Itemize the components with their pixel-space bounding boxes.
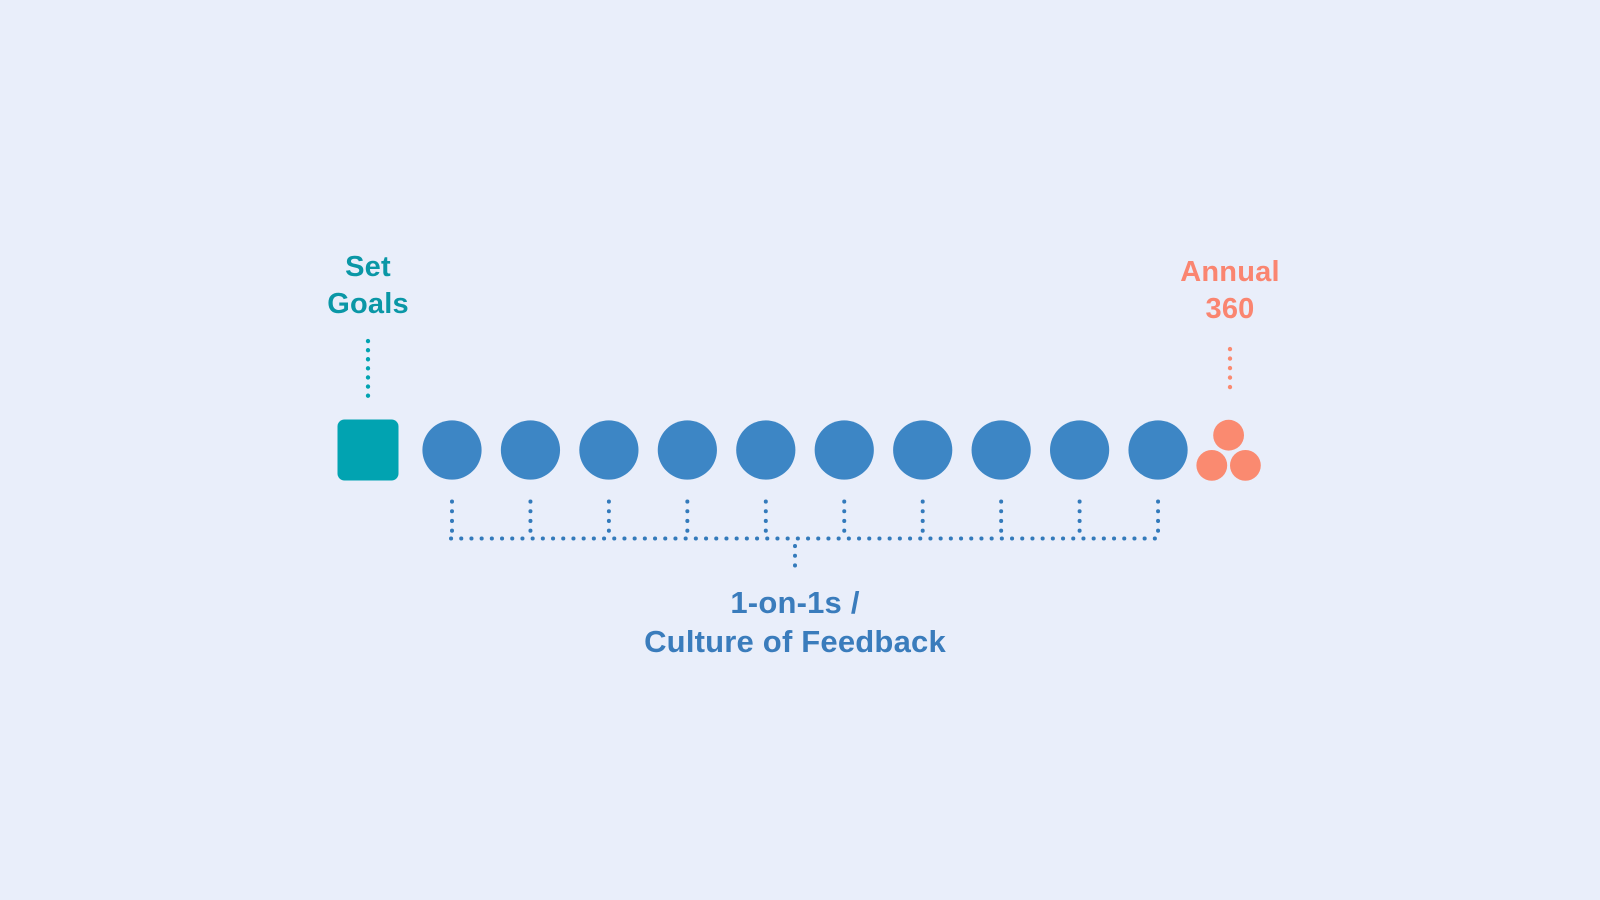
annual-360-marker-circle [1213, 419, 1244, 451]
annual-360-circle-cluster [1196, 419, 1261, 481]
annual-360-marker-circle [1230, 450, 1261, 481]
one-on-ones-feedback-label-line2: Culture of Feedback [644, 624, 946, 659]
set-goals-square-marker [337, 419, 399, 481]
one-on-ones-feedback-label-line1: 1-on-1s / [730, 585, 860, 620]
monthly-marker-circle [579, 420, 639, 480]
monthly-marker-circle [971, 420, 1031, 480]
monthly-circles-row [422, 420, 1188, 480]
monthly-marker-circle [1050, 420, 1110, 480]
feedback-bracket-ticks [450, 499, 1161, 535]
annual-360-marker-circle [1196, 450, 1228, 481]
monthly-marker-circle [814, 420, 874, 480]
annual-360-label-line2: 360 [1205, 293, 1255, 325]
annual-360-label: Annual 360 [1080, 254, 1380, 328]
monthly-marker-circle [736, 420, 796, 480]
monthly-marker-circle [893, 420, 953, 480]
set-goals-label: Set Goals [218, 249, 518, 323]
monthly-marker-circle [422, 420, 482, 480]
monthly-marker-circle [500, 420, 561, 480]
monthly-marker-circle [657, 420, 717, 480]
set-goals-label-line2: Goals [327, 288, 409, 320]
annual-360-label-line1: Annual [1180, 256, 1280, 288]
monthly-marker-circle [1128, 420, 1188, 480]
one-on-ones-feedback-label: 1-on-1s / Culture of Feedback [495, 583, 1095, 661]
set-goals-label-line1: Set [345, 251, 391, 283]
